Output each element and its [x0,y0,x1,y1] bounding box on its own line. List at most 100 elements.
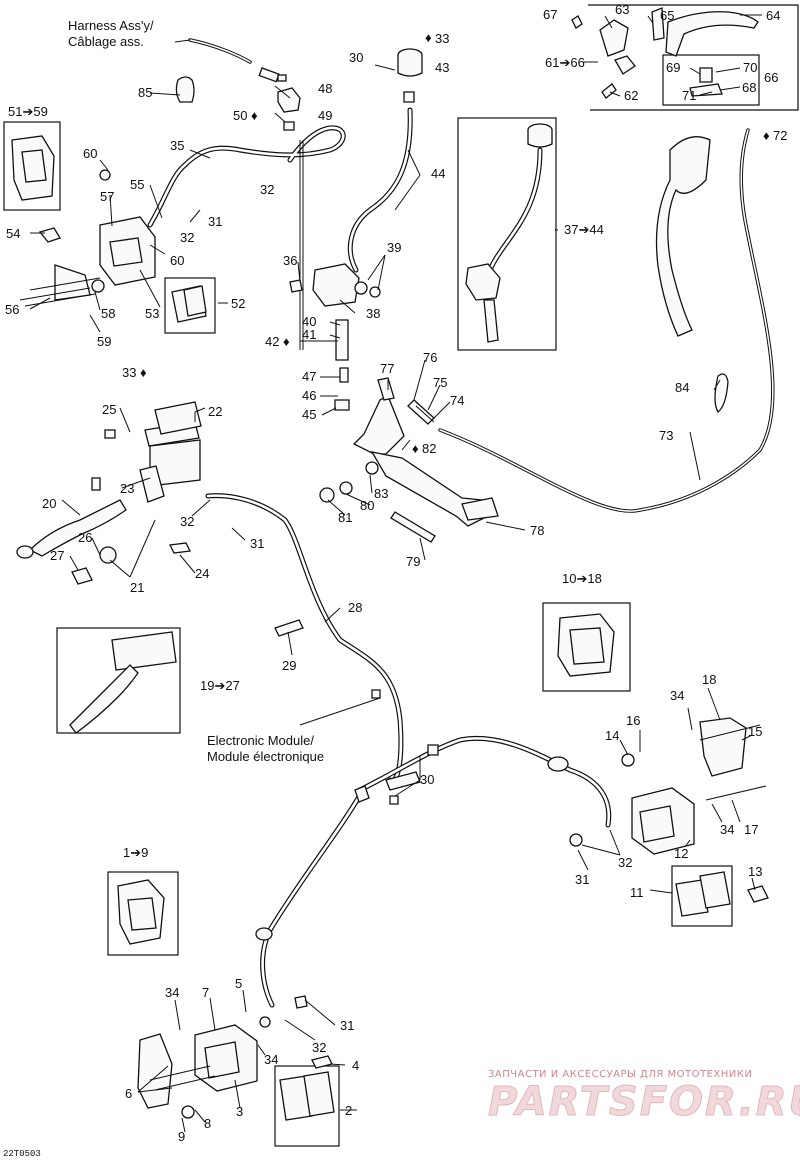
inset-caliper-10-18 [542,602,631,692]
callout-30a: 30 [349,50,363,65]
drop-icon-50: ♦ [251,108,258,123]
brake-pedal-assembly [319,128,775,543]
callout-71: 71 [682,88,696,103]
callout-32e: 32 [312,1040,326,1055]
callout-34d: 34 [264,1052,278,1067]
callout-78: 78 [530,523,544,538]
callout-33a: 33 [435,31,449,46]
callout-67: 67 [543,7,557,22]
callout-57: 57 [100,189,114,204]
callout-13: 13 [748,864,762,879]
callout-52: 52 [231,296,245,311]
callout-69: 69 [666,60,680,75]
callout-21: 21 [130,580,144,595]
callout-32d: 32 [618,855,632,870]
callout-80: 80 [360,498,374,513]
callout-17: 17 [744,822,758,837]
callout-32a: 32 [260,182,274,197]
callout-5: 5 [235,976,242,991]
callout-45: 45 [302,407,316,422]
drop-icon-72: ♦ [763,128,770,143]
rear-master-cylinder [289,263,381,411]
inset-master-cylinder-19-27 [56,627,181,734]
callout-36: 36 [283,253,297,268]
callout-14: 14 [605,728,619,743]
drop-icon-33a: ♦ [425,30,432,45]
module-label-fr: Module électronique [207,749,324,764]
rear-reservoir-43 [347,48,423,273]
rear-brake-hose-35 [147,76,346,350]
range-1-9: 1➔9 [123,845,148,860]
callout-81: 81 [338,510,352,525]
callout-84: 84 [675,380,689,395]
callout-55: 55 [130,177,144,192]
callout-66: 66 [764,70,778,85]
callout-34c: 34 [165,985,179,1000]
callout-27: 27 [50,548,64,563]
callout-68: 68 [742,80,756,95]
callout-24: 24 [195,566,209,581]
callout-16: 16 [626,713,640,728]
inset-caliper-1-9 [107,871,179,956]
left-front-caliper [137,995,340,1147]
callout-72: 72 [773,128,787,143]
callout-9: 9 [178,1129,185,1144]
callout-79: 79 [406,554,420,569]
inset-reservoir-37-44 [457,117,557,351]
callout-2: 2 [345,1103,352,1118]
callout-83: 83 [374,486,388,501]
callout-31c: 31 [575,872,589,887]
callout-22: 22 [208,404,222,419]
callout-64: 64 [766,8,780,23]
callout-75: 75 [433,375,447,390]
figure-code: 22T0503 [3,1149,41,1159]
callout-73: 73 [659,428,673,443]
callout-30b: 30 [420,772,434,787]
callout-12: 12 [674,846,688,861]
inset-caliper-51-59 [3,121,61,211]
callout-33b: 33 [122,365,136,380]
callout-38: 38 [366,306,380,321]
watermark-tagline: ЗАПЧАСТИ И АКСЕССУАРЫ ДЛЯ МОТОТЕХНИКИ [488,1069,752,1080]
callout-56: 56 [5,302,19,317]
callout-7: 7 [202,985,209,1000]
callout-32c: 32 [180,514,194,529]
callout-32b: 32 [180,230,194,245]
callout-39: 39 [387,240,401,255]
callout-54: 54 [6,226,20,241]
callout-6: 6 [125,1086,132,1101]
callout-11: 11 [630,885,644,900]
callout-70: 70 [743,60,757,75]
callout-50: 50 [233,108,247,123]
callout-31b: 31 [250,536,264,551]
callout-65: 65 [660,8,674,23]
left-caliper-assembly [19,169,216,334]
callout-40: 40 [302,314,316,329]
front-brake-lines [255,735,612,1008]
callout-31a: 31 [208,214,222,229]
range-61-66: 61➔66 [545,55,585,70]
harness-label-fr: Câblage ass. [68,34,144,49]
drop-icon-33b: ♦ [140,365,147,380]
module-label-en: Electronic Module/ [207,733,314,748]
drop-icon-42: ♦ [283,334,290,349]
callout-20: 20 [42,496,56,511]
callout-44: 44 [431,166,445,181]
callout-60a: 60 [83,146,97,161]
front-brake-line-28 [205,493,404,784]
callout-15: 15 [748,724,762,739]
callout-29: 29 [282,658,296,673]
harness-label-en: Harness Ass'y/ [68,18,154,33]
callout-62: 62 [624,88,638,103]
callout-31d: 31 [340,1018,354,1033]
callout-25: 25 [102,402,116,417]
callout-76: 76 [423,350,437,365]
callout-3: 3 [236,1104,243,1119]
range-10-18: 10➔18 [562,571,602,586]
callout-74: 74 [450,393,464,408]
callout-42: 42 [265,334,279,349]
right-front-caliper [569,717,769,927]
callout-63: 63 [615,2,629,17]
callout-34b: 34 [720,822,734,837]
